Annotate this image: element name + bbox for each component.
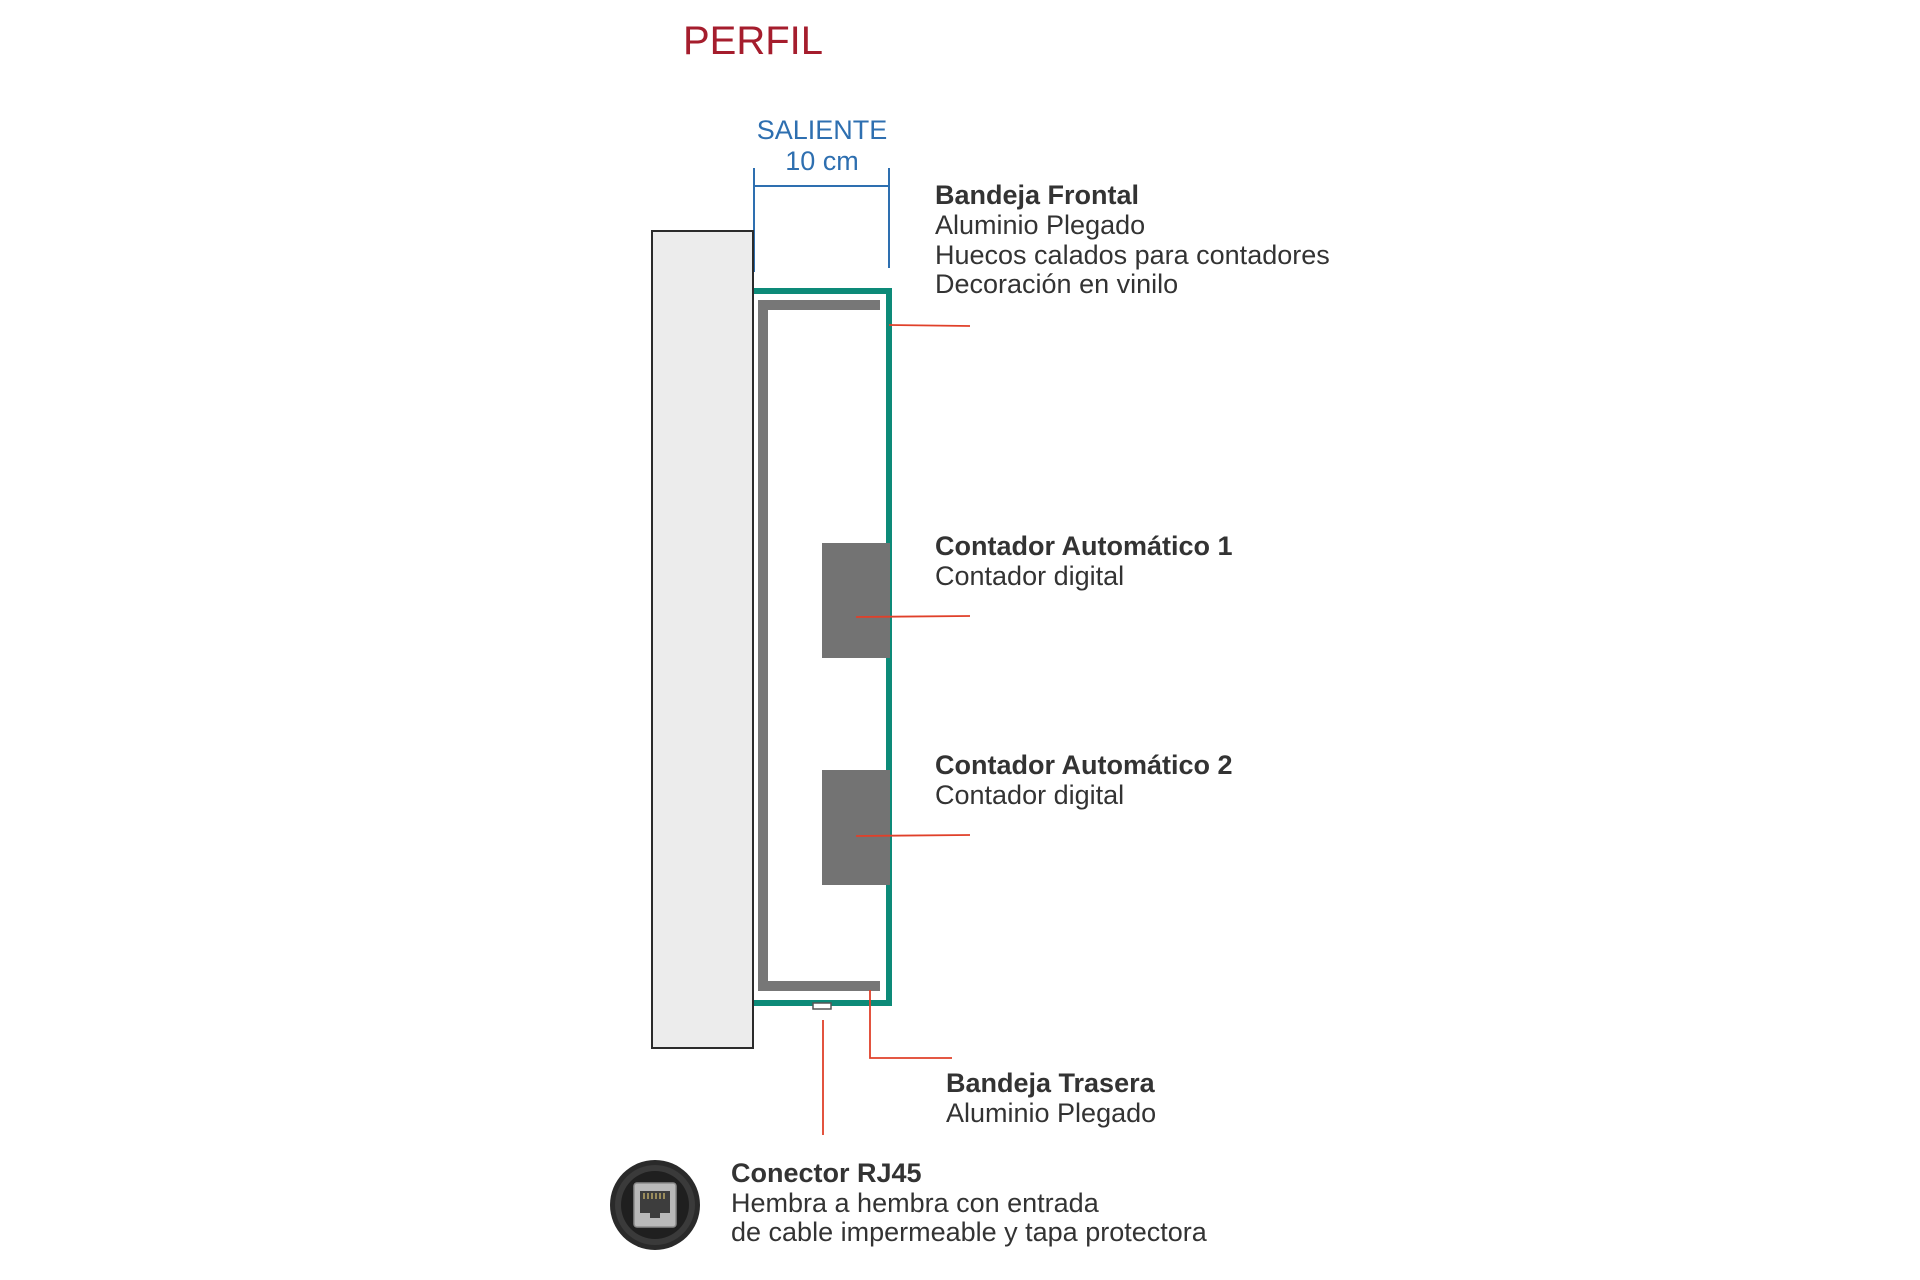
rear-tray <box>758 300 880 991</box>
callout-line: Contador digital <box>935 780 1124 810</box>
callout-contador-2: Contador Automático 2 Contador digital <box>935 750 1233 810</box>
callout-heading: Conector RJ45 <box>731 1158 922 1188</box>
callout-line: Huecos calados para contadores <box>935 240 1330 270</box>
callout-line: Aluminio Plegado <box>946 1098 1156 1128</box>
callout-line: Hembra a hembra con entrada <box>731 1188 1100 1218</box>
wall <box>651 230 754 1049</box>
counter-2 <box>822 770 890 885</box>
rj45-port <box>812 1002 832 1010</box>
dimension-line <box>753 168 890 272</box>
diagram-title: PERFIL <box>683 19 823 63</box>
callout-line: Aluminio Plegado <box>935 210 1145 240</box>
dimension-label: SALIENTE <box>757 115 888 145</box>
callout-line: Contador digital <box>935 561 1124 591</box>
rj45-connector-icon <box>610 1160 700 1250</box>
callout-bandeja-trasera: Bandeja Trasera Aluminio Plegado <box>946 1068 1156 1128</box>
counter-1 <box>822 543 890 658</box>
callout-heading: Bandeja Frontal <box>935 180 1139 210</box>
callout-heading: Contador Automático 1 <box>935 531 1233 561</box>
callout-conector-rj45: Conector RJ45 Hembra a hembra con entrad… <box>731 1158 1208 1247</box>
callout-bandeja-frontal: Bandeja Frontal Aluminio Plegado Huecos … <box>935 180 1330 299</box>
dimension-value: 10 cm <box>785 146 859 176</box>
callout-line: de cable impermeable y tapa protectora <box>731 1217 1208 1247</box>
leader-lines <box>822 324 971 1135</box>
callout-line: Decoración en vinilo <box>935 269 1178 299</box>
callout-heading: Contador Automático 2 <box>935 750 1233 780</box>
callout-contador-1: Contador Automático 1 Contador digital <box>935 531 1233 591</box>
callout-heading: Bandeja Trasera <box>946 1068 1156 1098</box>
